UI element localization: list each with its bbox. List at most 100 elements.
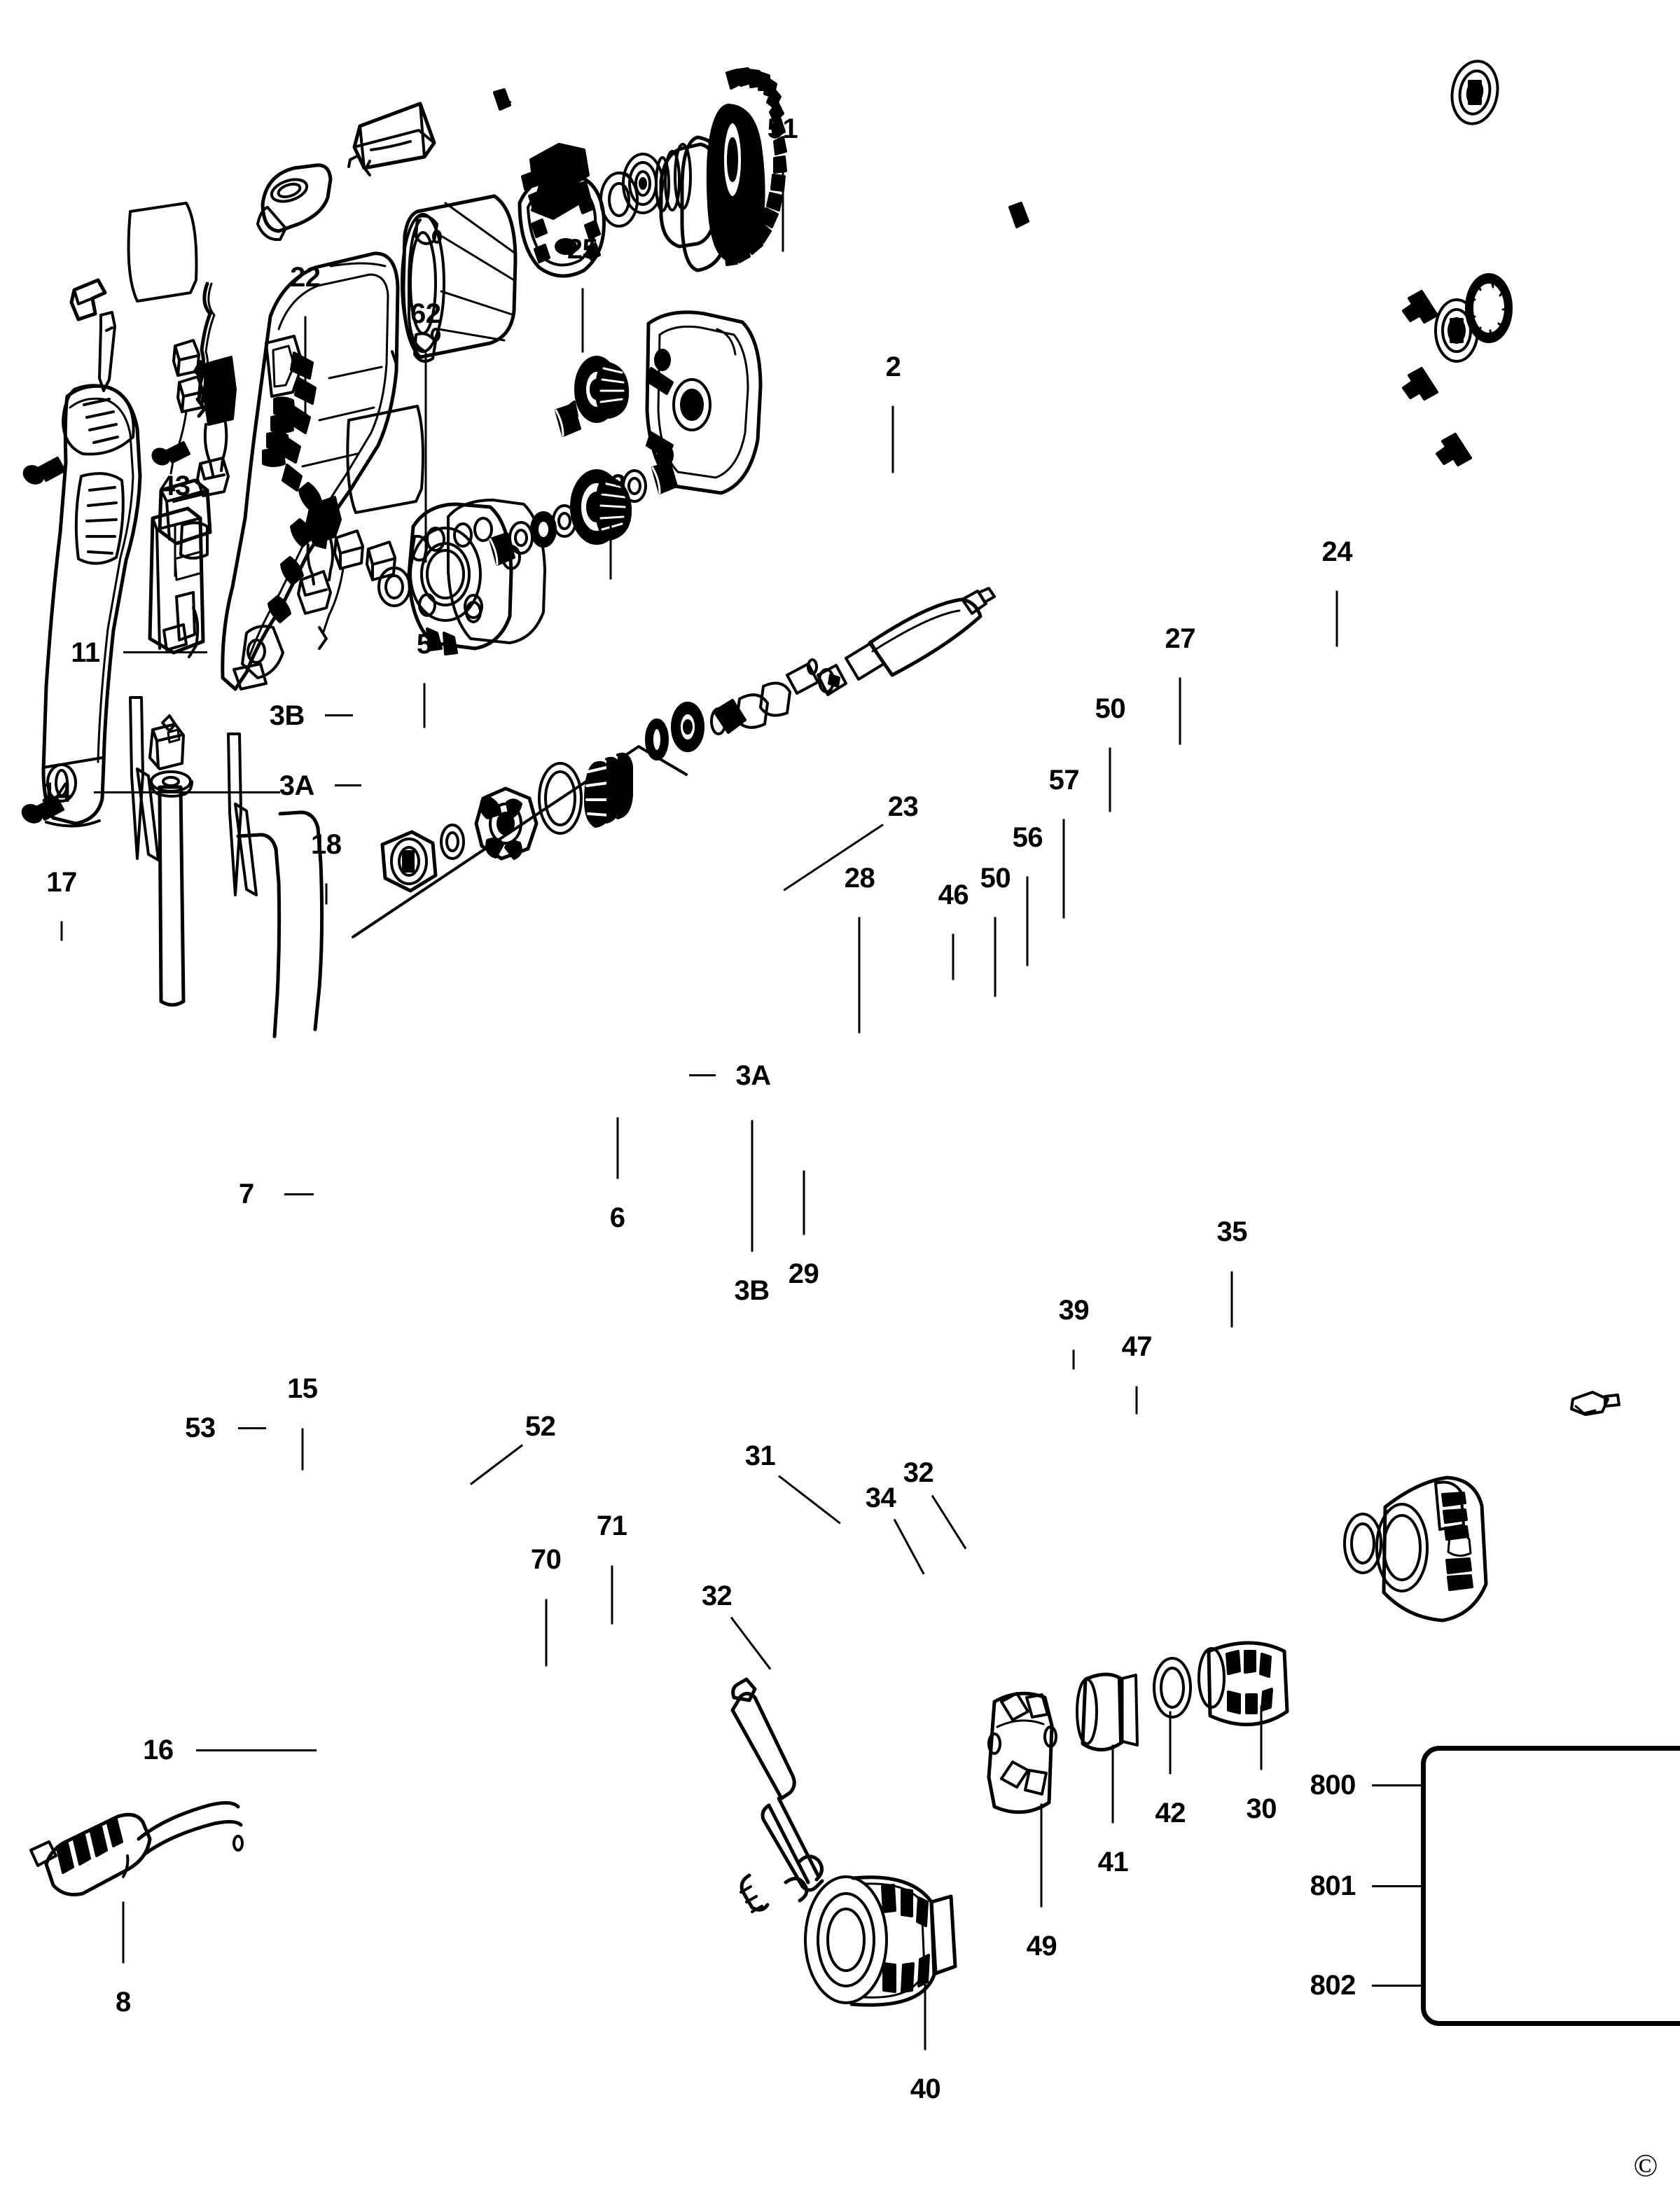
leader-line-29 [803,1170,805,1235]
callout-6: 6 [609,1202,625,1234]
part-19-washer [601,173,637,226]
leader-line-16 [195,1749,317,1751]
leader-line-13 [609,523,612,580]
callout-7: 7 [238,1179,254,1210]
callout-18: 18 [311,828,342,860]
part-46-gasket [448,500,545,643]
leader-line-47 [1135,1386,1138,1415]
callout-43: 43 [160,470,190,501]
part-9-bearing [623,154,662,213]
callout-50: 50 [980,862,1011,894]
part-57-washer [532,513,555,546]
part-54-bushing [653,462,676,493]
leader-line-42 [1169,1711,1172,1775]
part-18-screw [151,443,189,467]
leader-line-801 [1372,1884,1429,1887]
callout-3A: 3A [735,1060,771,1091]
leader-line-5 [423,683,426,728]
leader-line-34 [894,1518,925,1574]
part-48-lockring [1466,275,1511,342]
callout-23: 23 [887,791,919,822]
callout-39: 39 [1058,1295,1090,1326]
part-3B-brush-b [367,542,395,580]
leader-line-52 [469,1444,523,1485]
part-17-screw [21,458,64,487]
part-42-washer-b [1154,1658,1190,1717]
leader-line-41 [1111,1744,1114,1824]
callout-27: 27 [1165,623,1196,654]
leader-line-3A [688,1074,716,1076]
callout-53: 53 [185,1412,216,1444]
callout-22: 22 [290,261,321,293]
leader-line-25 [581,288,584,353]
callout-11: 11 [71,637,100,668]
callout-13: 13 [595,468,626,500]
part-41-sleeve [1077,1674,1137,1750]
callout-35: 35 [1216,1216,1248,1248]
callout-14: 14 [41,777,71,808]
leader-line-43 [174,525,176,577]
callout-32: 32 [701,1581,733,1612]
part-62-lead-wire [197,284,214,416]
leader-line-14 [93,791,280,794]
leader-line-17 [60,921,63,941]
part-53-bit [130,697,158,860]
leader-line-18 [325,883,328,905]
callout-16: 16 [143,1735,174,1766]
part-32-washer-b [441,825,464,859]
leader-line-62 [424,352,427,563]
callout-42: 42 [1155,1798,1186,1829]
part-50-bushing-b [490,534,514,564]
part-30-collar [1199,1643,1287,1725]
part-3B-brush-a [174,340,199,375]
callout-71: 71 [596,1511,627,1542]
callout-52: 52 [525,1411,556,1443]
callout-2: 2 [885,351,901,382]
leader-line-27 [1179,677,1181,745]
part-35-bit-holder [846,588,994,679]
part-29-washer [379,568,410,606]
part-43-bracket [71,280,105,319]
leader-line-8 [122,1901,125,1964]
part-8-cord [31,1803,242,1894]
leader-line-50 [1109,747,1111,812]
leader-line-11 [123,651,207,654]
leader-line-40 [924,1963,926,2050]
part-15-clip [150,716,183,769]
accessory-inset-box [1421,1746,1680,2027]
leader-line-6 [616,1117,619,1179]
part-45-screw [1437,434,1471,465]
copyright-symbol: © [1633,2147,1658,2183]
callout-802: 802 [1310,1970,1356,2001]
part-51-module [349,104,434,175]
leader-line-3B [324,714,353,717]
part-32-nut-a [382,832,436,891]
part-1-armature [656,69,786,270]
leader-line-28 [858,917,861,1034]
callout-15: 15 [287,1373,318,1405]
leader-line-71 [611,1565,613,1625]
part-49-clutch-jaws [989,1693,1056,1812]
leader-line-24 [1335,590,1338,647]
part-21-bushing-b [1010,203,1028,227]
part-70-rod [238,835,279,1036]
leader-line-22 [304,316,307,420]
leader-line-53 [237,1426,266,1429]
part-58-screw-a [1403,291,1437,322]
leader-line-7 [284,1193,314,1195]
callout-47: 47 [1121,1331,1153,1363]
leader-line-800 [1372,1784,1429,1786]
callout-24: 24 [1321,536,1352,567]
part-38-spindle [711,664,818,734]
callout-25: 25 [567,233,598,265]
part-13-housing [223,254,398,689]
leader-line-49 [1040,1803,1043,1908]
part-3A-brush-a [171,377,203,473]
part-39-ball [808,660,817,674]
callout-31: 31 [744,1440,776,1472]
callout-8: 8 [116,1987,131,2018]
leader-line-31 [777,1475,841,1525]
part-34-oring [539,763,581,833]
callout-3B: 3B [734,1275,770,1307]
